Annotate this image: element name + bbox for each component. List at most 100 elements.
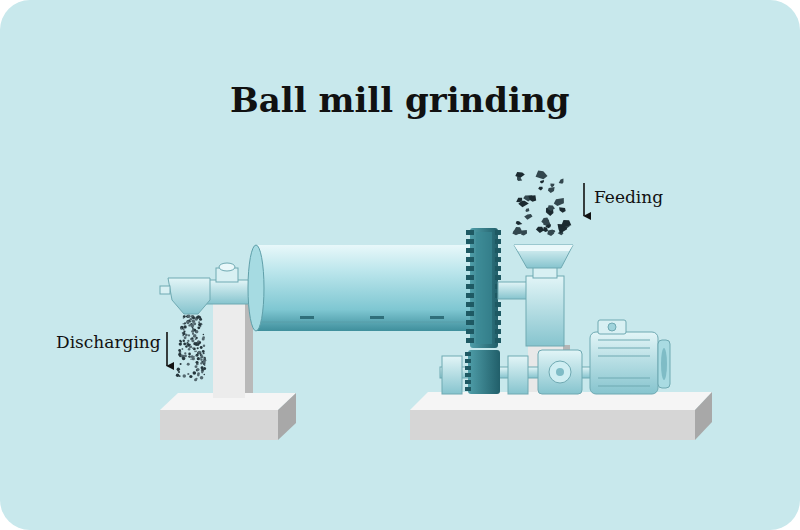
powder-grain [193, 348, 196, 351]
powder-grain [190, 324, 194, 328]
diagram-title: Ball mill grinding [230, 80, 570, 121]
powder-grain [195, 330, 198, 333]
powder-grain [200, 342, 201, 343]
powder-grain [194, 378, 197, 381]
powder-grain [188, 324, 190, 326]
powder-grain [188, 353, 191, 356]
powder-grain [195, 338, 197, 340]
powder-grain [200, 362, 202, 364]
powder-grain [201, 368, 203, 370]
powder-grain [195, 355, 196, 356]
powder-grain [190, 359, 191, 360]
ore-chunk [561, 220, 571, 227]
right-base-part [410, 410, 695, 440]
powder-grain [196, 354, 199, 357]
powder-grain [197, 347, 199, 349]
powder-grain [179, 375, 181, 377]
powder-grain [195, 337, 197, 339]
electric-motor-part [590, 332, 658, 394]
powder-grain [200, 346, 203, 349]
discharge-end-part [205, 280, 255, 304]
discharge-end-part [219, 263, 235, 271]
left-base-part [278, 393, 296, 440]
powder-grain [192, 327, 194, 329]
mill-drum-part [300, 316, 314, 319]
powder-grain [180, 341, 182, 343]
powder-grain [187, 343, 190, 346]
drive-train [440, 350, 610, 394]
left-base-part [160, 410, 278, 440]
right-base-part [410, 392, 712, 410]
electric-motor-part [598, 340, 650, 341]
powder-grain [203, 374, 205, 376]
electric-motor-part [598, 378, 650, 379]
powder-grain [183, 343, 186, 346]
discharge-end-part [160, 286, 170, 294]
powder-grain [196, 316, 199, 319]
powder-grain [202, 350, 205, 353]
ore-chunk [521, 230, 527, 236]
powder-grain [203, 358, 204, 359]
powder-grain [204, 358, 206, 360]
powder-grain [184, 336, 187, 339]
ore-chunk [516, 198, 522, 203]
electric-motor-part [598, 356, 650, 357]
ore-chunk [517, 177, 522, 181]
ore-chunk [516, 221, 523, 225]
powder-grain [202, 357, 204, 359]
powder-grain [183, 317, 185, 319]
powder-grain [184, 322, 186, 324]
powder-grain [184, 343, 186, 345]
powder-grain [180, 328, 182, 330]
powder-grain [183, 315, 186, 318]
powder-grain [178, 349, 181, 352]
powder-grain [203, 352, 205, 354]
ring-gear-part [470, 228, 498, 348]
powder-grain [177, 368, 180, 371]
flow-label: Discharging [56, 332, 161, 352]
powder-grain [191, 315, 194, 318]
powder-grain [189, 321, 191, 323]
powder-grain [180, 326, 184, 330]
powder-grain [203, 352, 205, 354]
powder-grain [197, 341, 199, 343]
electric-motor-part [598, 386, 650, 387]
ore-chunk [548, 187, 555, 193]
discharging-arrow [166, 332, 168, 366]
powder-grain [184, 325, 187, 328]
ore-chunk [525, 208, 529, 212]
electric-motor [590, 320, 670, 394]
powder-grain [183, 331, 185, 333]
ore-chunk [559, 178, 564, 183]
powder-grain [197, 374, 200, 377]
powder-grain [187, 363, 190, 366]
powder-grain [200, 357, 202, 359]
powder-grain [185, 334, 188, 337]
powder-grain [188, 348, 190, 350]
powder-grain [196, 368, 199, 371]
feed-particles [512, 170, 571, 236]
electric-motor-part [661, 348, 667, 380]
mill-drum-part [256, 245, 470, 331]
discharge-particles [176, 314, 207, 381]
electric-motor-part [608, 323, 616, 331]
ring-gear-part [466, 230, 474, 346]
powder-grain [200, 376, 204, 380]
powder-grain [178, 371, 180, 373]
powder-grain [202, 337, 205, 340]
powder-grain [183, 374, 187, 378]
powder-grain [195, 365, 198, 368]
ore-chunk [540, 180, 544, 183]
ore-chunk [536, 227, 544, 233]
powder-grain [201, 354, 203, 356]
ore-chunk [543, 227, 548, 232]
powder-grain [179, 342, 182, 345]
drive-train-part [442, 356, 462, 394]
powder-grain [197, 343, 200, 346]
drive-train-part [465, 352, 471, 392]
powder-grain [176, 374, 179, 377]
